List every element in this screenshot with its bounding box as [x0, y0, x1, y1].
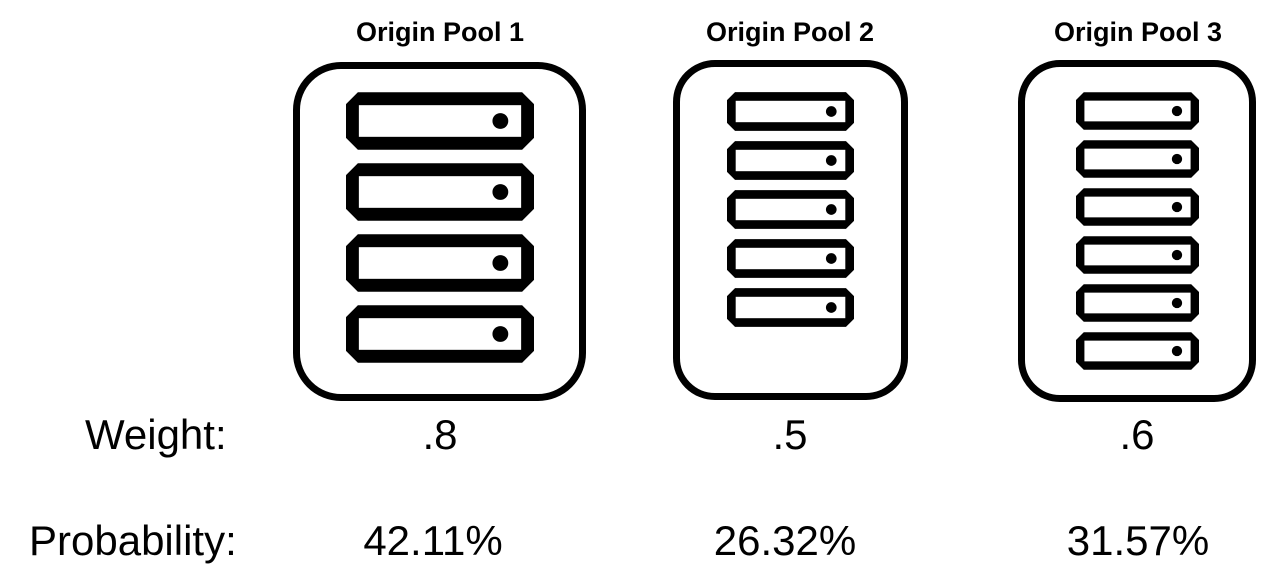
pool-3-box — [1018, 60, 1256, 402]
server-icon — [345, 234, 534, 292]
pool-2-box — [673, 60, 908, 400]
pool-2-weight: .5 — [772, 411, 808, 458]
pool-2-server-stack — [680, 67, 901, 327]
server-icon — [1075, 284, 1199, 322]
pool-2-probability: 26.32% — [713, 517, 857, 564]
pool-1-server-stack — [300, 69, 579, 363]
pool-3-weight: .6 — [1119, 411, 1155, 458]
server-icon — [1075, 236, 1199, 274]
server-icon — [727, 141, 854, 180]
pool-1-probability: 42.11% — [363, 517, 503, 564]
pool-1-weight: .8 — [422, 411, 458, 458]
pool-3-probability: 31.57% — [1066, 517, 1210, 564]
pool-3-title: Origin Pool 3 — [1053, 17, 1222, 47]
server-icon — [727, 190, 854, 229]
pool-3-server-stack — [1025, 67, 1249, 370]
pool-1-title: Origin Pool 1 — [355, 17, 524, 47]
pool-1-box — [293, 62, 586, 401]
server-icon — [1075, 188, 1199, 226]
server-icon — [345, 92, 534, 150]
probability-label: Probability: — [29, 517, 237, 564]
pool-2-title: Origin Pool 2 — [705, 17, 874, 47]
server-icon — [345, 305, 534, 363]
server-icon — [727, 239, 854, 278]
server-icon — [345, 163, 534, 221]
server-icon — [1075, 92, 1199, 130]
server-icon — [727, 288, 854, 327]
server-icon — [1075, 140, 1199, 178]
server-icon — [727, 92, 854, 131]
weight-label: Weight: — [85, 411, 227, 458]
server-icon — [1075, 332, 1199, 370]
